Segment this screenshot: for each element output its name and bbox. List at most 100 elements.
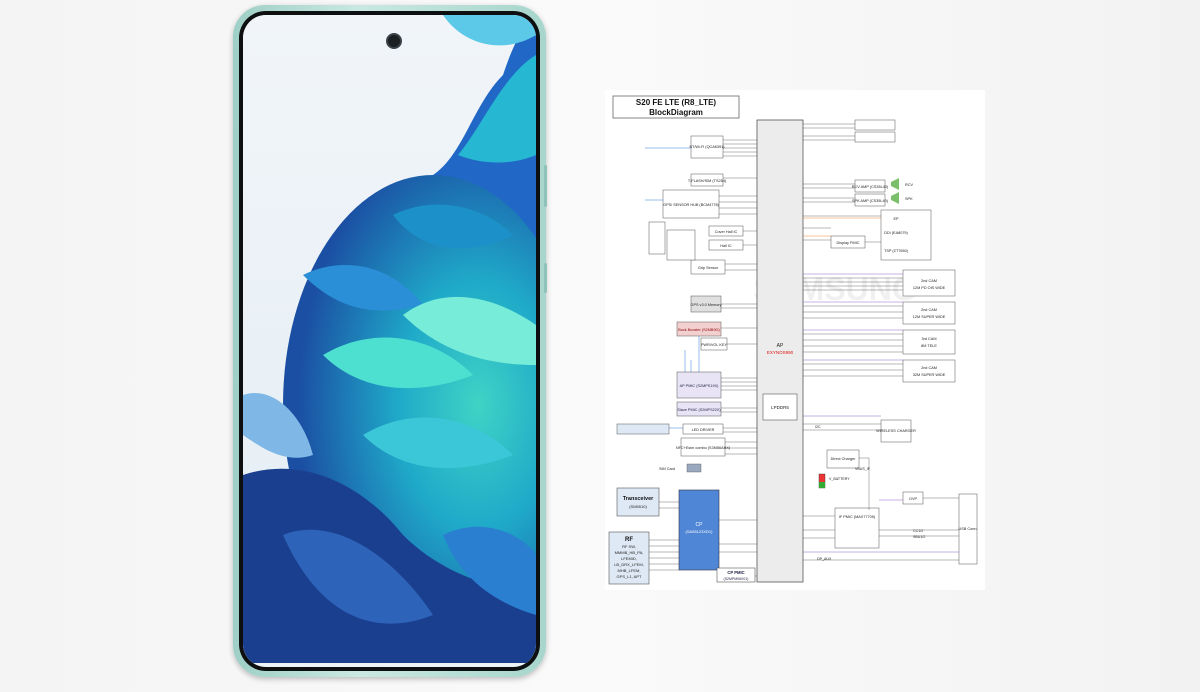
rf-line: MHB_LFEM, — [618, 568, 641, 573]
slave-pmic-label: Slave PMIC (S2MPS22X) — [677, 408, 721, 412]
sensor-side-block — [648, 221, 666, 255]
left-peripherals — [616, 135, 744, 457]
ap-block — [756, 119, 804, 583]
display-group-block — [880, 209, 932, 261]
grip-sensor-label: Grip Sensor — [698, 266, 719, 270]
diagram-subtitle: BlockDiagram — [649, 108, 703, 117]
transceiver-chip: (SM5510) — [629, 504, 647, 509]
volume-button — [544, 165, 547, 207]
rf-block — [608, 531, 650, 585]
dp-aux-label: DP_AUX — [817, 557, 832, 561]
direct-charger-block — [826, 449, 860, 469]
flash-led-block — [616, 423, 670, 435]
cam1-title: 2nd CAM — [921, 279, 937, 283]
gps-sensor-label: GPS/ SENSOR HUB (BCM4778) — [663, 203, 719, 207]
nfc-esim-block — [680, 437, 726, 457]
cam4-block — [902, 359, 956, 383]
gps-sensor-hub-block — [662, 189, 720, 219]
cc-label: CC1/2 — [913, 529, 923, 533]
vbus-label: VBUS_IF — [855, 467, 871, 471]
cam3-title: 3rd CAM — [922, 337, 937, 341]
lpddr-block — [762, 393, 798, 421]
cp-chip: (SA55123XD1) — [686, 529, 714, 534]
top-right-block-1 — [854, 119, 896, 131]
speaker-spk-icon — [891, 192, 899, 204]
gps-memory-label: GPS v3.0 Memory — [690, 303, 721, 307]
slave-pmic-block — [676, 401, 722, 417]
cam4-label: 32M SUPER WIDE — [913, 373, 946, 377]
bt-wifi-block — [690, 135, 724, 159]
v-battery-label: V_BATTERY — [829, 477, 850, 481]
rf-line: MMMB_HB_PA, — [615, 550, 644, 555]
ovp-label: OVP — [909, 497, 917, 501]
rf-line: GPS_L1, APT — [617, 574, 642, 579]
rcv-amp-block — [854, 179, 886, 193]
block-diagram: S20 FE LTE (R8_LTE) BlockDiagram SAMSUNG… — [605, 90, 985, 590]
right-peripherals — [826, 119, 978, 565]
spk-amp-label: SPK AMP (CS35L40) — [852, 199, 889, 203]
block-diagram-canvas: S20 FE LTE (R8_LTE) BlockDiagram SAMSUNG… — [608, 95, 978, 585]
phone-screen — [243, 15, 536, 667]
if-pmic-block — [834, 507, 880, 549]
cover-hall-label: Cover Hall IC — [715, 230, 738, 234]
cam1-label: 12M PD OIS WIDE — [913, 286, 946, 290]
nfc-esim-label: NFC+Esim combo (S3NB6AHX) — [676, 446, 731, 450]
ddi-label: DDI (EA8079) — [884, 231, 908, 235]
speaker-rcv-icon — [891, 178, 899, 190]
right-connections-purple — [803, 273, 959, 553]
cp-pmic-block — [716, 567, 756, 583]
power-button — [544, 263, 547, 293]
diagram-title: S20 FE LTE (R8_LTE) — [636, 98, 716, 107]
wireless-charger-label: WIRELESS CHARGER — [876, 429, 916, 433]
ap-pmic-block — [676, 371, 722, 399]
cam3-label: 8M TELE — [921, 344, 937, 348]
usb-conn-label: USB Conn. — [959, 527, 978, 531]
tsp-label: TSP (ZT7650) — [884, 249, 909, 253]
if-pmic-label: IF PMIC (MAX77705) — [839, 515, 876, 519]
cam3-block — [902, 329, 956, 355]
pwr-key-label: PWR/VOL KEY — [701, 343, 727, 347]
sim-card-label: SIM Card — [659, 467, 675, 471]
ep-label: EP — [893, 217, 899, 221]
rf-line: RF SW, — [622, 544, 636, 549]
buck-booster-label: Buck Booster (S2MB9G) — [678, 328, 720, 332]
cam4-title: 2nd CAM — [921, 366, 937, 370]
phone-bezel — [239, 11, 540, 671]
wallpaper-image — [243, 15, 536, 663]
rf-line: LB_DRX_LFEM, — [614, 562, 644, 567]
spk-text: SPK — [905, 197, 913, 201]
usb-conn-block — [958, 493, 978, 565]
cam2-block — [902, 301, 956, 325]
sim-card-icon — [686, 463, 702, 473]
wireless-charger-block — [880, 419, 912, 443]
transceiver-block — [616, 487, 660, 517]
led-driver-label: LED DRIVER — [692, 428, 715, 432]
cp-block — [678, 489, 720, 571]
led-driver-block — [682, 423, 724, 435]
rcv-text: RCV — [905, 183, 913, 187]
bt-wifi-label: BT/Wi-Fi (QCA6391) — [689, 145, 725, 149]
left-connections — [649, 139, 757, 577]
title-box — [612, 95, 740, 119]
right-connections — [803, 123, 959, 561]
display-pmic-label: Display PMIC — [837, 241, 860, 245]
sensor-stack-block — [666, 229, 696, 261]
cam2-title: 2nd CAM — [921, 308, 937, 312]
battery-level — [819, 482, 825, 488]
rf-line: LFEMID, — [621, 556, 637, 561]
right-connections-orange — [803, 217, 881, 237]
tflash-label: T-FLASH/SIM (TS254) — [688, 179, 727, 183]
spk-amp-block — [854, 193, 886, 207]
cp-pmic-chip: (S2MPM06X01) — [724, 577, 749, 581]
top-right-block-2 — [854, 131, 896, 143]
hall-ic-label: Hall IC — [720, 244, 732, 248]
rcv-amp-label: RCV AMP (CS35L40) — [852, 185, 889, 189]
direct-charger-label: Direct Charger — [831, 457, 856, 461]
phone-device — [233, 5, 547, 677]
rf-label: RF — [625, 537, 633, 543]
lpddr-label: LPDDR5 — [771, 405, 789, 410]
cp-label: CP — [696, 522, 704, 528]
i2c-label: I2C — [815, 425, 821, 429]
tflash-block — [690, 173, 724, 187]
